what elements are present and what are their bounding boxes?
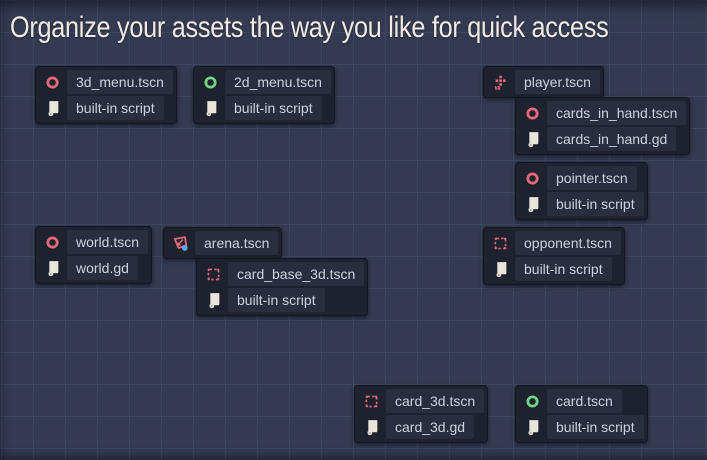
asset-row[interactable]: world.tscn [39,230,149,254]
asset-label: world.tscn [67,230,149,254]
asset-label: built-in script [67,96,164,120]
asset-row[interactable]: 2d_menu.tscn [197,70,331,94]
node-ring-red-icon [522,103,542,123]
asset-row[interactable]: built-in script [519,192,644,216]
node-ring-red-icon [522,168,542,188]
asset-card-player[interactable]: NR player.tscn [483,66,604,98]
asset-row[interactable]: arena.tscn [167,231,279,255]
asset-row[interactable]: built-in script [200,288,364,312]
asset-card-3d-menu[interactable]: 3d_menu.tscn built-in script [35,66,177,124]
script-icon [200,98,220,118]
script-icon [203,290,223,310]
asset-row[interactable]: cards_in_hand.tscn [519,101,687,125]
navigation-region-icon [170,233,190,253]
asset-row[interactable]: built-in script [519,415,644,439]
dashed-square-icon [203,264,223,284]
asset-label: built-in script [547,415,644,439]
asset-row[interactable]: 3d_menu.tscn [39,70,173,94]
asset-card-world[interactable]: world.tscn world.gd [35,226,153,284]
asset-label: card.tscn [547,389,622,413]
asset-label: card_3d.tscn [386,389,485,413]
asset-row[interactable]: NR player.tscn [487,70,600,94]
asset-row[interactable]: card.tscn [519,389,644,413]
asset-label: built-in script [547,192,644,216]
asset-label: world.gd [67,256,138,280]
asset-card-arena[interactable]: arena.tscn [163,227,283,259]
asset-label: arena.tscn [195,231,279,255]
asset-label: pointer.tscn [547,166,637,190]
asset-card-card[interactable]: card.tscn built-in script [515,385,648,443]
asset-label: opponent.tscn [515,231,621,255]
script-icon [490,259,510,279]
asset-label: player.tscn [515,70,600,94]
asset-label: built-in script [225,96,322,120]
asset-card-cards-in-hand[interactable]: cards_in_hand.tscn cards_in_hand.gd [515,97,691,155]
asset-card-pointer[interactable]: pointer.tscn built-in script [515,162,648,220]
asset-label: built-in script [228,288,325,312]
page-title: Organize your assets the way you like fo… [10,11,609,44]
player-node-icon: NR [490,72,510,92]
asset-row[interactable]: pointer.tscn [519,166,644,190]
script-icon [522,417,542,437]
node-ring-red-icon [42,232,62,252]
node-ring-green-icon [200,72,220,92]
asset-label: cards_in_hand.gd [547,127,677,151]
script-icon [522,129,542,149]
dashed-square-icon [361,391,381,411]
svg-text:NR: NR [494,86,500,91]
asset-row[interactable]: cards_in_hand.gd [519,127,686,151]
asset-row[interactable]: world.gd [39,256,148,280]
asset-card-opponent[interactable]: opponent.tscn built-in script [483,227,625,285]
asset-label: cards_in_hand.tscn [547,101,687,125]
node-ring-green-icon [522,391,542,411]
asset-card-2d-menu[interactable]: 2d_menu.tscn built-in script [193,66,335,124]
asset-label: card_3d.gd [386,415,475,439]
asset-row[interactable]: card_3d.gd [358,415,484,439]
script-icon [42,258,62,278]
asset-card-card-base-3d[interactable]: card_base_3d.tscn built-in script [196,258,369,316]
script-icon [42,98,62,118]
script-icon [522,194,542,214]
asset-card-card-3d[interactable]: card_3d.tscn card_3d.gd [354,385,489,443]
asset-label: built-in script [515,257,612,281]
asset-row[interactable]: built-in script [197,96,331,120]
script-icon [361,417,381,437]
asset-row[interactable]: card_3d.tscn [358,389,485,413]
asset-row[interactable]: card_base_3d.tscn [200,262,365,286]
node-ring-red-icon [42,72,62,92]
asset-row[interactable]: built-in script [487,257,621,281]
dashed-square-icon [490,233,510,253]
asset-label: 3d_menu.tscn [67,70,173,94]
asset-row[interactable]: opponent.tscn [487,231,621,255]
asset-label: 2d_menu.tscn [225,70,331,94]
asset-label: card_base_3d.tscn [228,262,365,286]
asset-row[interactable]: built-in script [39,96,173,120]
